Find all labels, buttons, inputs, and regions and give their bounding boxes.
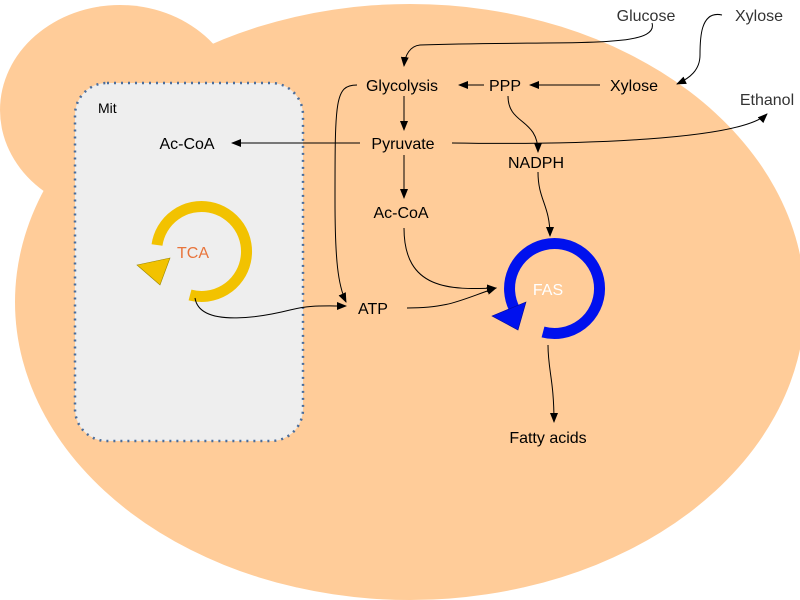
pathway-edges	[194, 14, 768, 423]
fas-ring-icon	[504, 238, 606, 339]
node-accoa-cyto: Ac-CoA	[373, 205, 428, 222]
tca-arrowhead-icon	[136, 257, 171, 286]
fas-arrowhead-icon	[491, 301, 527, 331]
edge-nadph-fas	[537, 171, 554, 237]
edge-tca-atp	[194, 297, 347, 319]
edge-atp-fas	[406, 287, 497, 309]
mitochondrion-compartment	[73, 81, 305, 443]
node-accoa-mit: Ac-CoA	[159, 136, 214, 153]
node-pyruvate: Pyruvate	[371, 136, 434, 153]
edge-accoa-fas	[403, 227, 497, 293]
tca-ring-icon	[151, 201, 253, 302]
node-nadph: NADPH	[508, 155, 564, 172]
node-fatty-acids: Fatty acids	[509, 430, 586, 447]
tca-cycle: TCA	[136, 201, 253, 302]
edge-glucose-glycolysis	[400, 22, 653, 67]
node-atp: ATP	[358, 301, 388, 318]
node-glucose: Glucose	[617, 8, 676, 25]
node-ethanol: Ethanol	[740, 92, 794, 109]
node-xylose: Xylose	[610, 78, 658, 95]
node-xylose-external: Xylose	[735, 8, 783, 25]
mitochondrion-label: Mit	[98, 100, 117, 116]
fas-label: FAS	[533, 282, 563, 299]
edge-glycolysis-atp	[334, 84, 358, 303]
node-ppp: PPP	[489, 78, 521, 95]
edge-pyruvate-ethanol	[451, 113, 768, 144]
fas-cycle: FAS	[491, 238, 606, 339]
node-glycolysis: Glycolysis	[366, 78, 438, 95]
edge-fas-fattyacids	[547, 344, 558, 423]
pathway-nodes: Glucose Xylose Ethanol Glycolysis PPP Xy…	[159, 8, 794, 447]
tca-label: TCA	[177, 245, 209, 262]
edge-xylose-uptake	[676, 14, 723, 85]
